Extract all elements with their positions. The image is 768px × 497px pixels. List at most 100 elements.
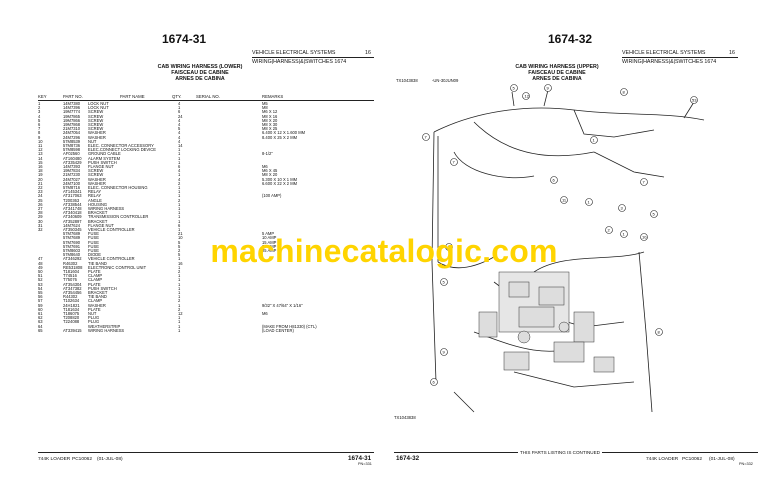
row-qty: 21 <box>178 231 183 237</box>
row-key: 51 <box>38 273 43 279</box>
row-part-name: RELAY <box>88 193 102 199</box>
row-key: 64 <box>38 323 43 329</box>
row-part-name: WASHER <box>88 130 106 136</box>
row-part-no: AT352897 <box>63 218 82 224</box>
row-remarks: M8 X 20 <box>262 172 278 178</box>
row-key: 29 <box>38 214 43 220</box>
row-key: 22 <box>38 185 43 190</box>
row-key: 26 <box>38 201 43 207</box>
row-part-no: AT350345 <box>63 227 82 232</box>
row-key: 60 <box>38 306 43 312</box>
row-part-name: FLANGE NUT <box>88 222 114 228</box>
row-qty: 5 <box>178 126 181 132</box>
row-part-no: 24M7054 <box>63 130 81 136</box>
row-remarks: 6.600 X 22 X 2 MM <box>262 180 298 186</box>
row-part-no: 57M7689 <box>63 231 81 237</box>
footer-date: (01-JUL-08) <box>709 457 735 462</box>
row-key: 11 <box>38 143 43 148</box>
row-remarks: (LOAD CENTER) <box>262 327 294 333</box>
footer-sub: PN=331 <box>358 462 372 466</box>
row-part-name: TRANSMISSION CONTROLLER <box>88 214 149 220</box>
row-key: 10 <box>38 138 43 144</box>
row-part-name: SCREW <box>88 168 104 174</box>
row-part-no: 57M7691 <box>63 243 81 249</box>
left-page: 1674-31 VEHICLE ELECTRICAL SYSTEMS 16 WI… <box>0 32 384 466</box>
section-number: 16 <box>365 50 371 56</box>
section-title: VEHICLE ELECTRICAL SYSTEMS <box>252 50 336 56</box>
row-part-name: ELEC. CONNECTOR HOUSING <box>88 185 148 190</box>
row-part-no: 57M8640 <box>63 252 81 258</box>
row-key: 62 <box>38 315 43 321</box>
row-remarks: 8-1/2" <box>262 151 273 157</box>
row-qty: 2 <box>178 197 181 203</box>
svg-text:10: 10 <box>642 235 647 240</box>
row-part-no: R46302 <box>63 260 78 266</box>
row-qty: 1 <box>178 159 181 165</box>
row-qty: 5 <box>178 243 181 249</box>
row-key: 2 <box>38 105 41 111</box>
subsection-title: WIRING|HARNESS|&|SWITCHES 1674 <box>622 59 717 65</box>
header-rule <box>252 57 374 58</box>
row-qty: 6 <box>178 164 181 169</box>
row-part-no: 57M7690 <box>63 239 81 245</box>
row-part-no: R44302 <box>63 294 78 300</box>
row-qty: 4 <box>178 176 181 182</box>
row-part-name: FLANGE NUT <box>88 164 114 169</box>
row-key: 14 <box>38 155 43 161</box>
row-part-name: CLAMP <box>88 277 103 283</box>
row-part-name: SCREW <box>88 109 104 115</box>
row-qty: 12 <box>178 311 183 316</box>
row-qty: 1 <box>178 281 181 287</box>
footer-date: (01-JUL-08) <box>97 457 123 462</box>
row-qty: 1 <box>178 264 181 270</box>
row-part-name: BRACKET <box>88 218 108 224</box>
row-part-name: BRACKET <box>88 210 108 216</box>
row-qty: 1 <box>178 315 181 321</box>
row-part-name: PLATE <box>88 281 101 287</box>
row-key: 27 <box>38 206 43 211</box>
row-qty: 1 <box>178 327 181 333</box>
footer-page: 1674-32 <box>396 455 420 462</box>
row-part-no: T200363 <box>63 197 80 203</box>
row-part-name: PUSH SWITCH <box>88 159 117 165</box>
row-part-no: 21M7230 <box>63 172 81 178</box>
row-part-no: AT340609 <box>63 214 82 220</box>
row-part-name: ELEC.CONNECT LOCKING DEVICE <box>88 147 156 153</box>
footer-rule <box>38 452 374 453</box>
row-qty: 5 <box>178 252 181 258</box>
footer-model: 744K LOADER <box>38 457 71 462</box>
figure-id-code: -UN-30JUN09 <box>432 78 459 83</box>
row-part-name: SCREW <box>88 113 104 119</box>
row-qty: 1 <box>178 210 181 216</box>
row-key: 24 <box>38 193 43 199</box>
section-title: VEHICLE ELECTRICAL SYSTEMS <box>622 50 706 56</box>
row-part-no: 24M7296 <box>63 134 81 140</box>
row-part-name: CLAMP <box>88 298 103 304</box>
row-qty: 1 <box>178 319 181 325</box>
svg-text:7: 7 <box>643 180 646 185</box>
row-key: 48 <box>38 260 43 266</box>
row-part-name: CLAMP <box>88 273 103 279</box>
row-part-name: ELECTRONIC CONTROL UNIT <box>88 264 147 270</box>
row-qty: 1 <box>178 151 181 157</box>
catalog-title: CAB WIRING HARNESS (LOWER) FAISCEAU DE C… <box>157 64 243 82</box>
row-part-no: 19M7866 <box>63 117 81 123</box>
callout-group: 5 12 9 8 53 1 7 7 6 7 11 1 3 5 2 1 10 3 … <box>422 84 698 386</box>
row-remarks: M8 X 25 <box>262 126 278 132</box>
row-key: 54 <box>38 285 43 291</box>
row-qty: 2 <box>178 248 181 253</box>
svg-text:1: 1 <box>593 138 596 143</box>
row-key: 3 <box>38 109 41 115</box>
